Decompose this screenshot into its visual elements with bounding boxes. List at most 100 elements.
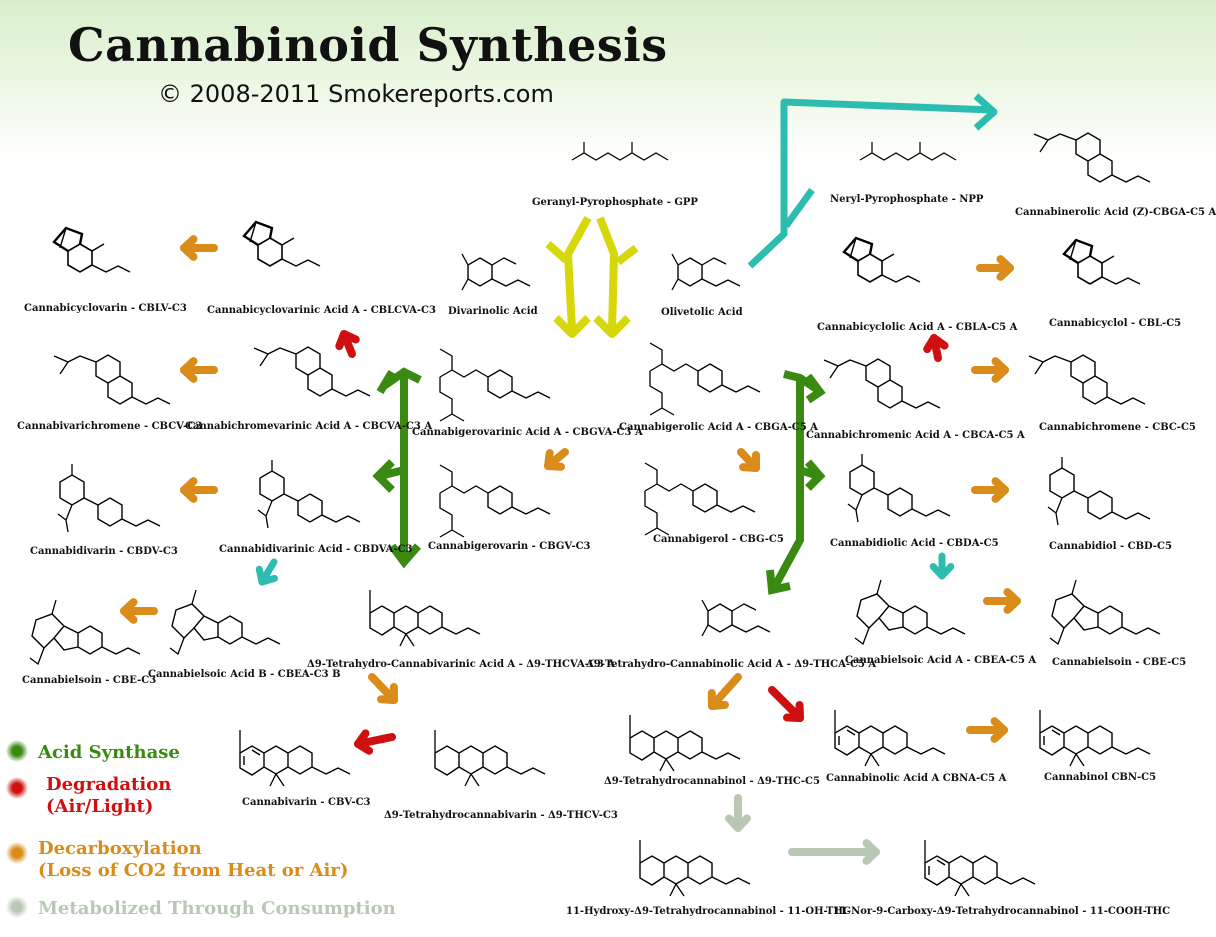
legend-dot-degradation [6,777,28,799]
compound-label-cbna: Cannabinolic Acid A CBNA-C5 A [826,773,1007,784]
legend-dot-metabolized [6,896,28,918]
legend-decarboxylation: Decarboxylation [38,838,202,859]
structure-cbla [842,236,922,284]
legend-degradation-detail: (Air/Light) [46,796,154,817]
legend-acid-synthase: Acid Synthase [38,742,180,763]
decarb-cbda-cbd [971,477,1009,503]
structure-cbca [823,358,941,409]
structure-cbea [854,579,966,645]
structure-cbl [1062,238,1142,286]
compound-label-ohthc: 11-Hydroxy-Δ9-Tetrahydrocannabinol - 11-… [566,906,851,917]
compound-label-cbla: Cannabicyclolic Acid A - CBLA-C5 A [817,322,1018,333]
structure-cbc [1028,354,1146,405]
compound-label-cbeab: Cannabielsoic Acid B - CBEA-C3 B [148,669,341,680]
structure-cbga [649,342,761,416]
structure-olivetolic [671,253,741,291]
isomer-cbdva-cbeab [255,558,278,586]
structure-thca [701,599,771,637]
decarb-cblcva-cblv [180,235,218,261]
structure-thcva [369,589,481,647]
compound-label-cbc: Cannabichromene - CBC-C5 [1039,422,1196,433]
compound-label-coohthc: 11-Nor-9-Carboxy-Δ9-Tetrahydrocannabinol… [833,906,1171,917]
compound-label-npp: Neryl-Pyrophosphate - NPP [830,194,984,205]
legend-dot-acid [6,740,28,762]
compound-label-divarinolic: Divarinolic Acid [448,306,538,317]
arrows-layer [120,93,1021,865]
compound-label-thc: Δ9-Tetrahydrocannabinol - Δ9-THC-C5 [604,776,820,787]
metab-thc-ohthc [725,794,751,832]
legend-dot-decarboxylation [6,842,28,864]
structure-ohthc [639,839,751,897]
compound-label-cbg: Cannabigerol - CBG-C5 [653,534,784,545]
compound-label-cbe3: Cannabielsoin - CBE-C3 [22,675,157,686]
legend-metabolized: Metabolized Through Consumption [38,898,396,919]
copyright-notice: © 2008-2011 Smokereports.com [158,80,554,108]
compound-label-cbga: Cannabigerolic Acid A - CBGA-C5 A [619,422,818,433]
legend-decarboxylation-detail: (Loss of CO2 from Heat or Air) [38,860,349,881]
compound-label-cbgva: Cannabigerovarinic Acid A - CBGVA-C3 A [412,427,643,438]
compound-label-cbe5: Cannabielsoin - CBE-C5 [1052,657,1187,668]
structure-cbe5 [1049,579,1161,645]
decarb-cbca-cbc [971,357,1009,383]
compound-label-cbl: Cannabicyclol - CBL-C5 [1049,318,1182,329]
compound-label-thca: Δ9-Tetrahydro-Cannabinolic Acid A - Δ9-T… [586,659,877,670]
decarb-thca-thc [707,673,742,710]
structure-cbd [1047,456,1151,526]
page-title: Cannabinoid Synthesis [68,18,668,72]
structure-cblv [52,226,132,274]
compound-label-cblv: Cannabicyclovarin - CBLV-C3 [24,303,187,314]
compound-label-cbea: Cannabielsoic Acid A - CBEA-C5 A [845,655,1037,666]
compound-label-cblcva: Cannabicyclovarinic Acid A - CBLCVA-C3 [207,305,436,316]
structure-cbgaz [1033,132,1151,183]
structure-cbgva [439,348,551,422]
compound-label-cbda: Cannabidiolic Acid - CBDA-C5 [830,538,999,549]
precursor-arrows [545,216,639,338]
structure-cbeab [169,589,281,655]
compound-label-cbn: Cannabinol CBN-C5 [1044,772,1157,783]
compound-label-olivetolic: Olivetolic Acid [661,307,743,318]
structure-cbda [847,453,951,523]
compound-label-cbcva: Cannabichromevarinic Acid A - CBCVA-C3 A [185,421,433,432]
decarb-cbga-cbg [737,448,760,472]
isomer-npp-cbgaz [747,93,998,269]
compound-label-cbdva: Cannabidivarinic Acid - CBDVA-C3 [219,544,413,555]
compound-label-cbd: Cannabidiol - CBD-C5 [1049,541,1172,552]
degrade-cblcva [335,330,360,358]
legend-degradation: Degradation [46,774,172,795]
degrade-thca-cbna [768,686,804,722]
metab-ohthc-coohthc [788,839,880,865]
structure-cbna [834,709,946,767]
decarb-cbla-cbl [976,255,1014,281]
degrade-thcv-cbv [354,729,396,755]
isomer-cbda-cbea [929,552,955,580]
compound-label-thcva: Δ9-Tetrahydro-Cannabivarinic Acid A - Δ9… [307,659,616,670]
structure-cbdv [57,463,161,533]
structure-cbgv [439,464,551,538]
decarb-cbna-cbn [966,717,1008,743]
degrade-cbla [923,334,949,362]
decarb-cbdva-cbdv [180,477,218,503]
compound-label-cbca: Cannabichromenic Acid A - CBCA-C5 A [806,430,1025,441]
compound-label-gpp: Geranyl-Pyrophosphate - GPP [532,197,698,208]
structure-gpp [571,141,669,161]
structure-npp [859,141,957,161]
structure-cbv [239,729,351,787]
structure-thcv [434,729,546,787]
acid-synthase-right [766,370,826,595]
compound-label-cbcv: Cannabivarichromene - CBCV-C3 [17,421,203,432]
structure-cbcv [53,354,171,405]
acid-synthase-left [372,367,422,569]
compound-label-thcv: Δ9-Tetrahydrocannabivarin - Δ9-THCV-C3 [384,810,618,821]
decarb-thcva-thcv [368,673,398,704]
structure-cbg [644,462,756,536]
decarb-cbcva-cbcv [180,357,218,383]
structure-cblcva [242,220,322,268]
decarb-cbeab-cbe3 [120,598,158,624]
structure-cbdva [257,459,361,529]
compound-label-cbdv: Cannabidivarin - CBDV-C3 [30,546,178,557]
structure-cbn [1039,709,1151,767]
structure-coohthc [924,839,1036,897]
structure-divarinolic [461,253,531,291]
decarb-cbea-cbe5 [983,588,1021,614]
